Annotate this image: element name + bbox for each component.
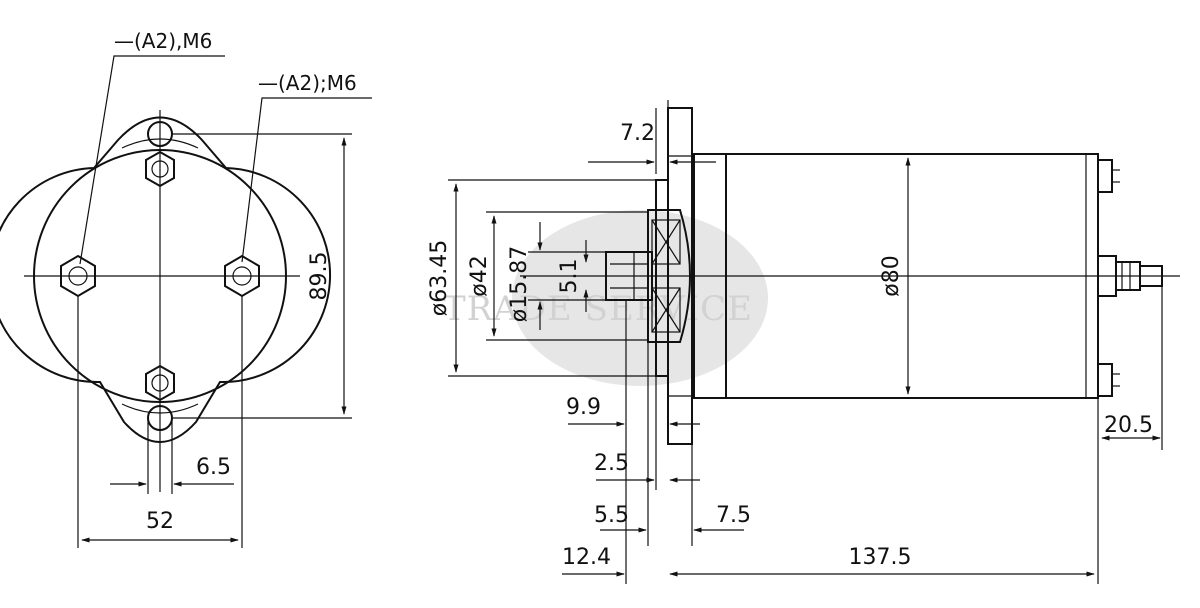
dim-label-dia6345: ø63.45 [427,240,452,316]
dim-label-dia1587: ø15.87 [507,246,532,322]
dim-label-key: 5.1 [557,259,582,294]
front-view: —(A2),M6 —(A2);M6 89.5 6.5 52 [0,29,372,548]
dim-label-width: 52 [146,509,174,534]
mount-label-top: —(A2),M6 [114,29,212,53]
dim-label-dia80: ø80 [879,255,904,296]
dim-label-9-9: 9.9 [566,395,601,420]
rear-terminal-top [1097,159,1120,193]
bearing-housing [647,209,691,343]
pilot-boss [655,179,669,377]
dim-label-flange: 7.2 [620,121,655,146]
dim-label-dia42: ø42 [467,255,492,296]
dim-label-137-5: 137.5 [849,545,912,570]
bearing-bottom-x2 [651,287,681,333]
leader-right [241,97,372,263]
dim-label-12-4: 12.4 [562,545,611,570]
dim-label-hole: 6.5 [196,455,231,480]
bearing-bottom [651,287,681,333]
mount-label-right: —(A2);M6 [258,71,357,95]
flange-outline [0,116,331,443]
dim-label-2-5: 2.5 [594,451,629,476]
side-view: ø80 7.2 ø63.45 ø42 ø15.87 5.1 9.9 [427,100,1180,584]
bearing-top-x2 [651,219,681,265]
leader-top [79,55,225,265]
dim-label-20-5: 20.5 [1104,413,1153,438]
dim-label-7-5: 7.5 [716,503,751,528]
dim-label-height: 89.5 [307,252,332,301]
rear-terminal-bottom [1097,363,1120,397]
dim-label-5-5: 5.5 [594,503,629,528]
bearing-top [651,219,681,265]
